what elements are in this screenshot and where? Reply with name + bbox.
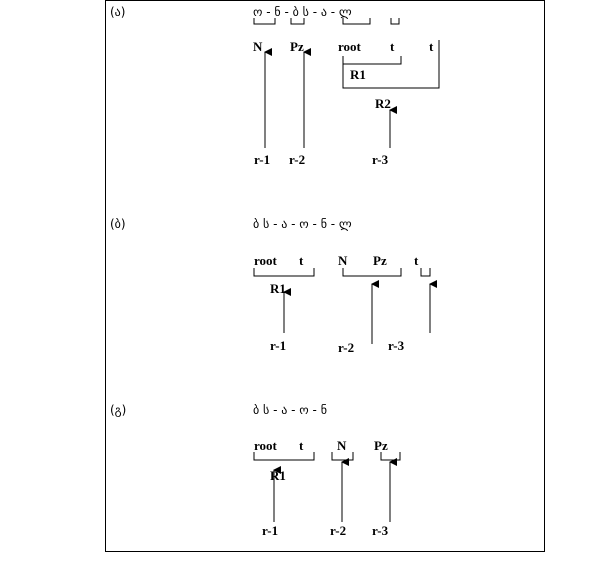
panel-b-seg-t1: t	[299, 253, 304, 268]
panel-b-rule-2: r-2	[338, 340, 354, 355]
panel-b-rule-1: r-1	[270, 338, 286, 353]
panel-a-rule-2: r-2	[289, 152, 305, 167]
panel-c-word: ბ ს - ა - ო - ნ	[253, 403, 327, 417]
panel-b-r1-bracket	[253, 268, 315, 277]
panel-b-label: (ბ)	[110, 217, 126, 231]
panel-b-word: ბ ს - ა - ო - ნ - ლ	[253, 217, 352, 231]
panel-b-t-bracket	[420, 268, 431, 277]
panel-c-rule-3: r-3	[372, 523, 389, 538]
panel-a-seg-t2: t	[429, 39, 434, 54]
panel-c-seg-t: t	[299, 438, 304, 453]
panel-a-seg-t1: t	[390, 39, 395, 54]
panel-c: (გ) ბ ს - ა - ო - ნ root t N Pz R1 r-1 r…	[110, 403, 401, 538]
panel-a-group-r1: R1	[350, 67, 366, 82]
panel-c-rule-1: r-1	[262, 523, 278, 538]
panel-a-r1-bracket	[342, 56, 402, 65]
panel-a-word-bracket	[342, 18, 371, 25]
panel-a: (ა) ო - ნ - ბ ს - ა - ლ N Pz root t t R1…	[110, 5, 440, 167]
panel-a-word: ო - ნ - ბ ს - ა - ლ	[253, 5, 352, 19]
panel-a-r2-bracket	[342, 40, 440, 89]
panel-c-pz-bracket	[380, 452, 401, 461]
panel-a-rule-1: r-1	[254, 152, 270, 167]
panel-c-seg-n: N	[337, 438, 347, 453]
panel-b: (ბ) ბ ს - ა - ო - ნ - ლ root t N Pz t R1…	[110, 217, 437, 355]
panel-b-npz-bracket	[342, 268, 402, 277]
panel-a-word-bracket	[253, 18, 276, 25]
panel-a-seg-pz: Pz	[290, 39, 304, 54]
diagram-frame	[105, 0, 545, 552]
panel-c-group-r1: R1	[270, 468, 286, 483]
panel-a-group-r2: R2	[375, 96, 391, 111]
panel-c-label: (გ)	[110, 403, 126, 417]
panel-b-group-r1: R1	[270, 281, 286, 296]
panel-a-seg-root: root	[338, 39, 362, 54]
panel-b-rule-3: r-3	[388, 338, 405, 353]
panel-a-word-bracket	[390, 18, 400, 25]
panel-c-r1-bracket	[253, 452, 315, 461]
panel-b-seg-pz: Pz	[373, 253, 387, 268]
panel-a-word-bracket	[290, 18, 305, 25]
panel-b-seg-t2: t	[414, 253, 419, 268]
panel-c-seg-pz: Pz	[374, 438, 388, 453]
panel-c-seg-root: root	[254, 438, 278, 453]
panel-b-seg-n: N	[338, 253, 348, 268]
panel-a-seg-n: N	[253, 39, 263, 54]
panel-b-seg-root: root	[254, 253, 278, 268]
panel-c-n-bracket	[331, 452, 354, 461]
panel-a-label: (ა)	[110, 5, 125, 19]
panel-c-rule-2: r-2	[330, 523, 346, 538]
panel-a-rule-3: r-3	[372, 152, 389, 167]
